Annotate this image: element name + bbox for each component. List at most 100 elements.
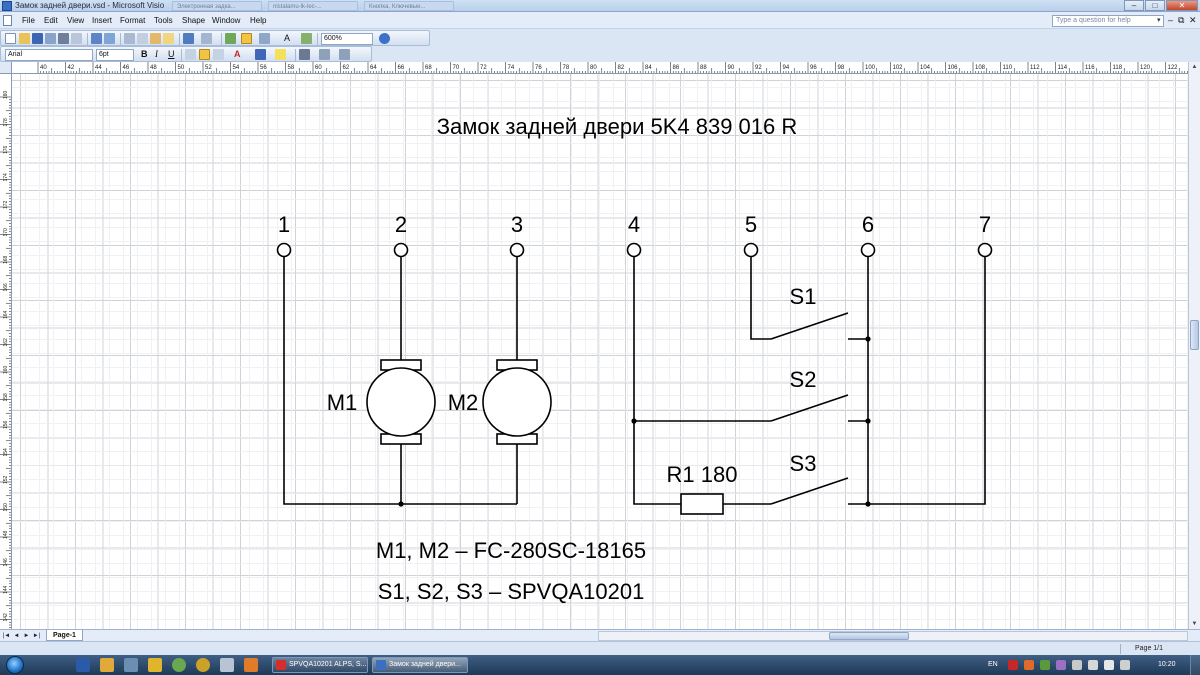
drawing-canvas[interactable]: Замок задней двери 5K4 839 016 R 1 2 3 4… [12,74,1188,629]
save-icon[interactable] [32,33,43,44]
align-right-icon[interactable] [213,49,224,60]
vertical-scrollbar[interactable]: ▲ ▼ [1188,62,1200,629]
menu-view[interactable]: View [67,16,85,25]
app-icon[interactable] [172,658,186,672]
flag-icon[interactable] [1120,660,1130,670]
ruler-label: 116 [1085,65,1095,71]
tray-icon[interactable] [1008,660,1018,670]
tray-icon[interactable] [1072,660,1082,670]
fill-color-icon[interactable] [275,49,286,60]
maximize-button[interactable]: □ [1145,0,1165,11]
undo-icon[interactable] [183,33,194,44]
folder-icon[interactable] [100,658,114,672]
page-tab[interactable]: Page-1 [46,630,83,641]
scroll-up-icon[interactable]: ▲ [1191,64,1198,70]
text-tool-button[interactable]: A [284,33,291,43]
scroll-down-icon[interactable]: ▼ [1191,621,1198,627]
doc-close-button[interactable]: ✕ [1189,15,1197,25]
next-page-button[interactable]: ► [23,633,30,639]
app-icon[interactable] [220,658,234,672]
font-select[interactable]: Arial [5,49,93,61]
help-icon[interactable] [379,33,390,44]
print-preview-icon[interactable] [71,33,82,44]
spelling-icon[interactable] [91,33,102,44]
menu-shape[interactable]: Shape [182,16,206,25]
tray-icon[interactable] [1040,660,1050,670]
research-icon[interactable] [104,33,115,44]
line-ends-icon[interactable] [339,49,350,60]
last-page-button[interactable]: ►| [32,633,41,639]
ruler-label: 108 [975,65,986,71]
menu-window[interactable]: Window [212,16,241,25]
print-icon[interactable] [58,33,69,44]
shapes-icon[interactable] [225,33,236,44]
menu-file[interactable]: File [22,16,35,25]
taskbar-item[interactable]: SPVQA10201 ALPS, S... [272,657,368,673]
start-button[interactable] [6,656,24,674]
scrollbar-thumb[interactable] [1190,320,1199,350]
menu-insert[interactable]: Insert [92,16,113,25]
document-icon[interactable] [3,15,12,26]
pin-terminal [276,242,292,258]
align-center-icon[interactable] [199,49,210,60]
close-button[interactable]: ✕ [1166,0,1198,11]
scrollbar-thumb[interactable] [829,632,909,640]
italic-button[interactable]: I [155,49,158,59]
new-icon[interactable] [5,33,16,44]
tray-icon[interactable] [1024,660,1034,670]
word-icon[interactable] [76,658,90,672]
connector-tool-icon[interactable] [259,33,270,44]
format-painter-icon[interactable] [163,33,174,44]
line-color-icon[interactable] [255,49,266,60]
horizontal-scrollbar[interactable] [598,631,1188,641]
app-icon[interactable] [148,658,162,672]
network-icon[interactable] [1088,660,1098,670]
chevron-down-icon[interactable]: ▾ [1157,17,1161,24]
doc-minimize-button[interactable]: – [1168,15,1174,25]
app-icon[interactable] [196,658,210,672]
first-page-button[interactable]: |◄ [2,633,11,639]
window-title: Замок задней двери.vsd - Microsoft Visio [15,1,165,10]
underline-button[interactable]: U [168,49,175,59]
ruler-label: 106 [948,65,959,71]
menu-tools[interactable]: Tools [154,16,173,25]
zoom-select[interactable]: 600% [321,33,373,45]
prev-page-button[interactable]: ◄ [13,633,20,639]
font-color-button[interactable]: A [234,49,241,59]
doc-restore-button[interactable]: ⧉ [1178,15,1185,25]
background-tab[interactable]: Кнопка, Ключевые... [364,1,454,11]
permission-icon[interactable] [45,33,56,44]
language-indicator[interactable]: EN [988,661,998,668]
ruler-label: 84 [645,65,652,71]
minimize-button[interactable]: – [1124,0,1144,11]
help-search-input[interactable]: Type a question for help [1052,15,1164,27]
redo-icon[interactable] [201,33,212,44]
copy-icon[interactable] [137,33,148,44]
cut-icon[interactable] [124,33,135,44]
line-weight-icon[interactable] [299,49,310,60]
paste-icon[interactable] [150,33,161,44]
pin-label: 5 [745,212,757,237]
ruler-label: 120 [1140,65,1151,71]
volume-icon[interactable] [1104,660,1114,670]
align-left-icon[interactable] [185,49,196,60]
background-tab[interactable]: Электронная задка... [172,1,262,11]
tray-icon[interactable] [1056,660,1066,670]
clock[interactable]: 10:20 [1158,661,1176,668]
ruler-label: 172 [3,200,9,209]
menu-format[interactable]: Format [120,16,146,25]
ruler-label: 68 [425,65,432,71]
pointer-tool-icon[interactable] [241,33,252,44]
drawing-tools-icon[interactable] [301,33,312,44]
font-size-select[interactable]: 6pt [96,49,134,61]
show-desktop-button[interactable] [1190,655,1200,675]
background-tab[interactable]: nistalamu-lk-lec-... [268,1,358,11]
open-icon[interactable] [19,33,30,44]
menu-edit[interactable]: Edit [44,16,58,25]
taskbar-item-active[interactable]: Замок задней двери... [372,657,468,673]
line-pattern-icon[interactable] [319,49,330,60]
app-icon[interactable] [124,658,138,672]
bold-button[interactable]: B [141,49,148,59]
app-icon[interactable] [244,658,258,672]
menu-help[interactable]: Help [250,16,267,25]
